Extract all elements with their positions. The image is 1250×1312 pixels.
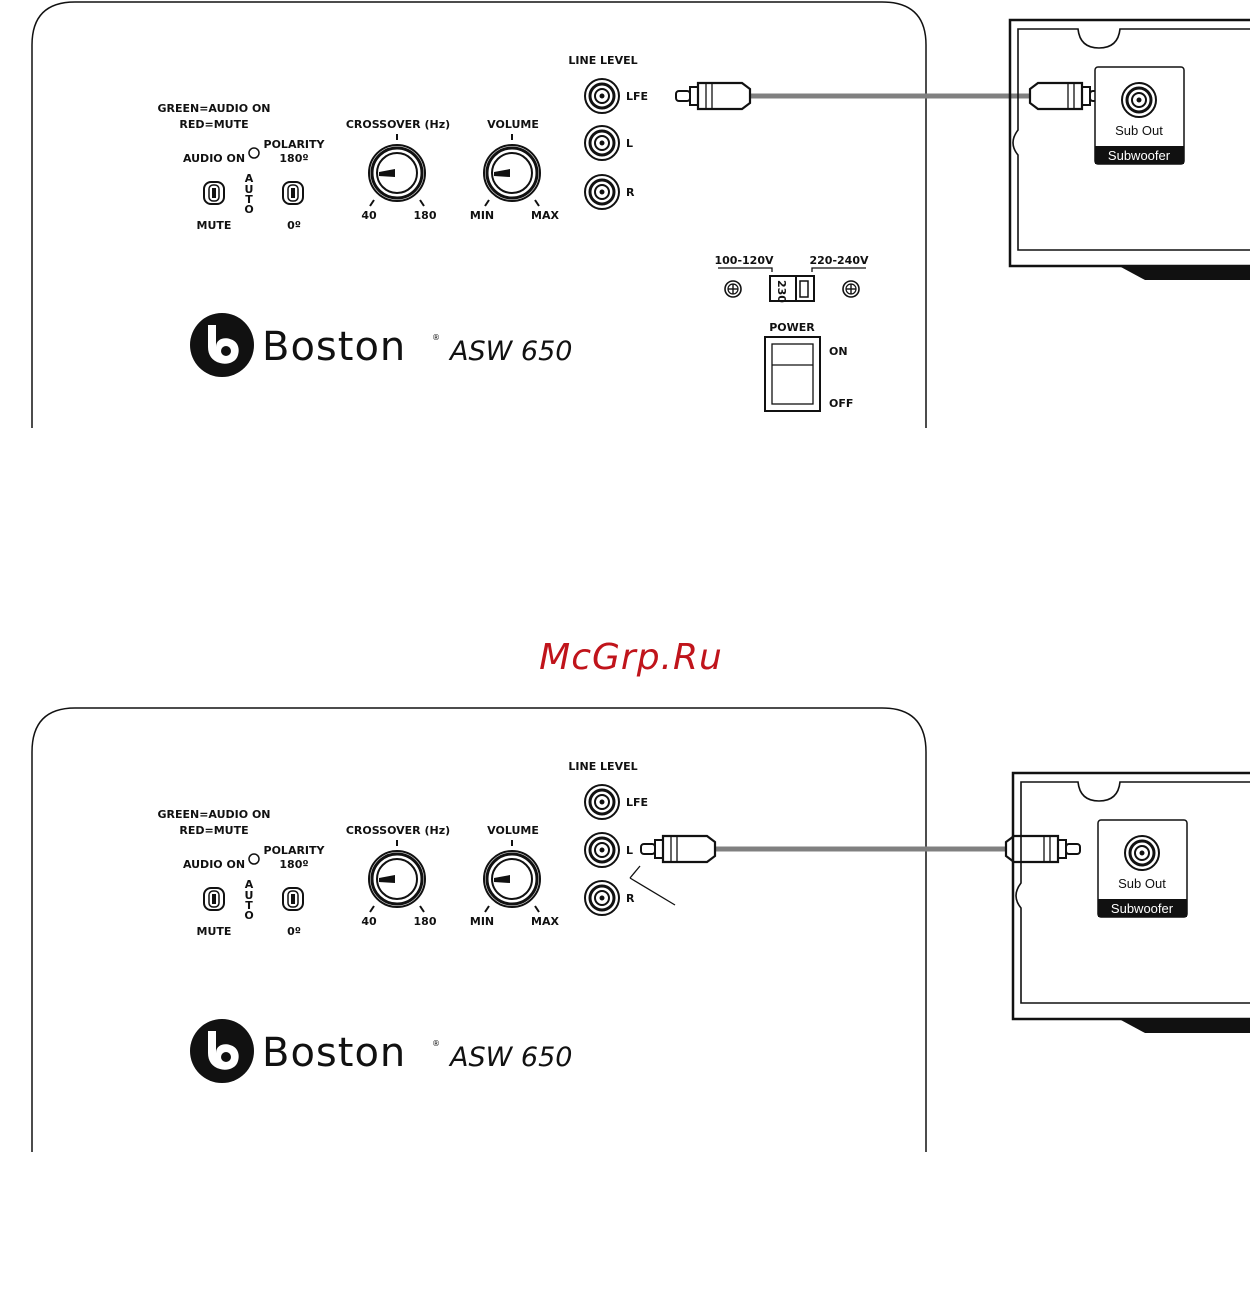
diagram-2-amp-panel [31,707,927,1152]
polarity-180-label: 180º [279,152,308,165]
auto-letter-a: A [245,878,254,891]
brand-name: Boston [262,324,406,370]
polarity-180-label: 180º [279,858,308,871]
subwoofer-tag: Subwoofer [1108,148,1171,163]
l-jack[interactable] [583,124,621,162]
voltage-high-label: 220-240V [809,254,868,267]
registered-mark: ® [432,1039,440,1048]
sub-out-label: Sub Out [1118,876,1166,891]
volume-max-label: MAX [531,209,559,222]
auto-mute-switch[interactable] [203,181,225,205]
auto-mute-switch[interactable] [203,887,225,911]
auto-letter-t: T [245,899,253,912]
l-jack-label: L [626,844,633,857]
volume-label: VOLUME [487,118,539,131]
voltage-screw-left [724,280,742,298]
rca-plug-receiver-side [1028,81,1106,111]
polarity-0-label: 0º [287,219,301,232]
l-jack[interactable] [583,831,621,869]
volume-min-label: MIN [470,915,494,928]
boston-logo-icon [190,1019,254,1083]
voltage-selector-value: 230 [775,280,788,303]
crossover-max-label: 180 [414,915,437,928]
rca-plug-amp-side [639,834,717,864]
sub-out-jack[interactable] [1120,81,1158,119]
lfe-jack[interactable] [583,77,621,115]
lfe-jack-label: LFE [626,796,648,809]
receiver-rear-panel [1011,771,1250,1033]
l-jack-label: L [626,137,633,150]
voltage-low-label: 100-120V [714,254,773,267]
model-name: ASW 650 [448,336,572,367]
line-level-label: LINE LEVEL [568,760,637,773]
crossover-max-label: 180 [414,209,437,222]
lfe-jack-label: LFE [626,90,648,103]
diagram-1-amp-panel [31,1,927,428]
receiver-rear-panel [1008,18,1250,280]
auto-letter-t: T [245,193,253,206]
mute-led-legend-line2: RED=MUTE [179,118,248,131]
status-led [248,853,260,865]
power-off-label: OFF [829,397,853,410]
mute-label: MUTE [197,925,232,938]
power-label: POWER [769,321,815,334]
registered-mark: ® [432,333,440,342]
rca-plug-amp-side [674,81,752,111]
line-level-label: LINE LEVEL [568,54,637,67]
subwoofer-tag: Subwoofer [1111,901,1174,916]
volume-max-label: MAX [531,915,559,928]
auto-letter-u: U [245,183,254,196]
r-jack[interactable] [583,173,621,211]
boston-logo-icon [190,313,254,377]
mute-led-legend-line2: RED=MUTE [179,824,248,837]
volume-knob[interactable] [482,143,542,203]
model-name: ASW 650 [448,1042,572,1073]
auto-letter-o: O [244,203,253,216]
crossover-label: CROSSOVER (Hz) [346,824,450,837]
mute-led-legend-line1: GREEN=AUDIO ON [157,102,270,115]
r-jack-label: R [626,186,635,199]
crossover-knob[interactable] [367,849,427,909]
polarity-label: POLARITY [264,138,326,151]
auto-letter-u: U [245,889,254,902]
volume-knob[interactable] [482,849,542,909]
mute-led-legend-line1: GREEN=AUDIO ON [157,808,270,821]
sub-out-label: Sub Out [1115,123,1163,138]
rca-plug-receiver-side [1004,834,1082,864]
polarity-label: POLARITY [264,844,326,857]
crossover-knob[interactable] [367,143,427,203]
sub-out-jack[interactable] [1123,834,1161,872]
volume-min-label: MIN [470,209,494,222]
r-jack[interactable] [583,879,621,917]
lfe-jack[interactable] [583,783,621,821]
watermark: McGrp.Ru [539,637,723,678]
volume-label: VOLUME [487,824,539,837]
polarity-0-label: 0º [287,925,301,938]
auto-letter-o: O [244,909,253,922]
auto-letter-a: A [245,172,254,185]
status-led [248,147,260,159]
mute-label: MUTE [197,219,232,232]
crossover-label: CROSSOVER (Hz) [346,118,450,131]
crossover-min-label: 40 [361,209,377,222]
audio-on-label: AUDIO ON [183,858,245,871]
power-on-label: ON [829,345,848,358]
brand-name: Boston [262,1030,406,1076]
r-jack-label: R [626,892,635,905]
polarity-switch[interactable] [282,887,304,911]
pointer-line [629,877,676,906]
voltage-screw-right [842,280,860,298]
audio-on-label: AUDIO ON [183,152,245,165]
polarity-switch[interactable] [282,181,304,205]
crossover-min-label: 40 [361,915,377,928]
